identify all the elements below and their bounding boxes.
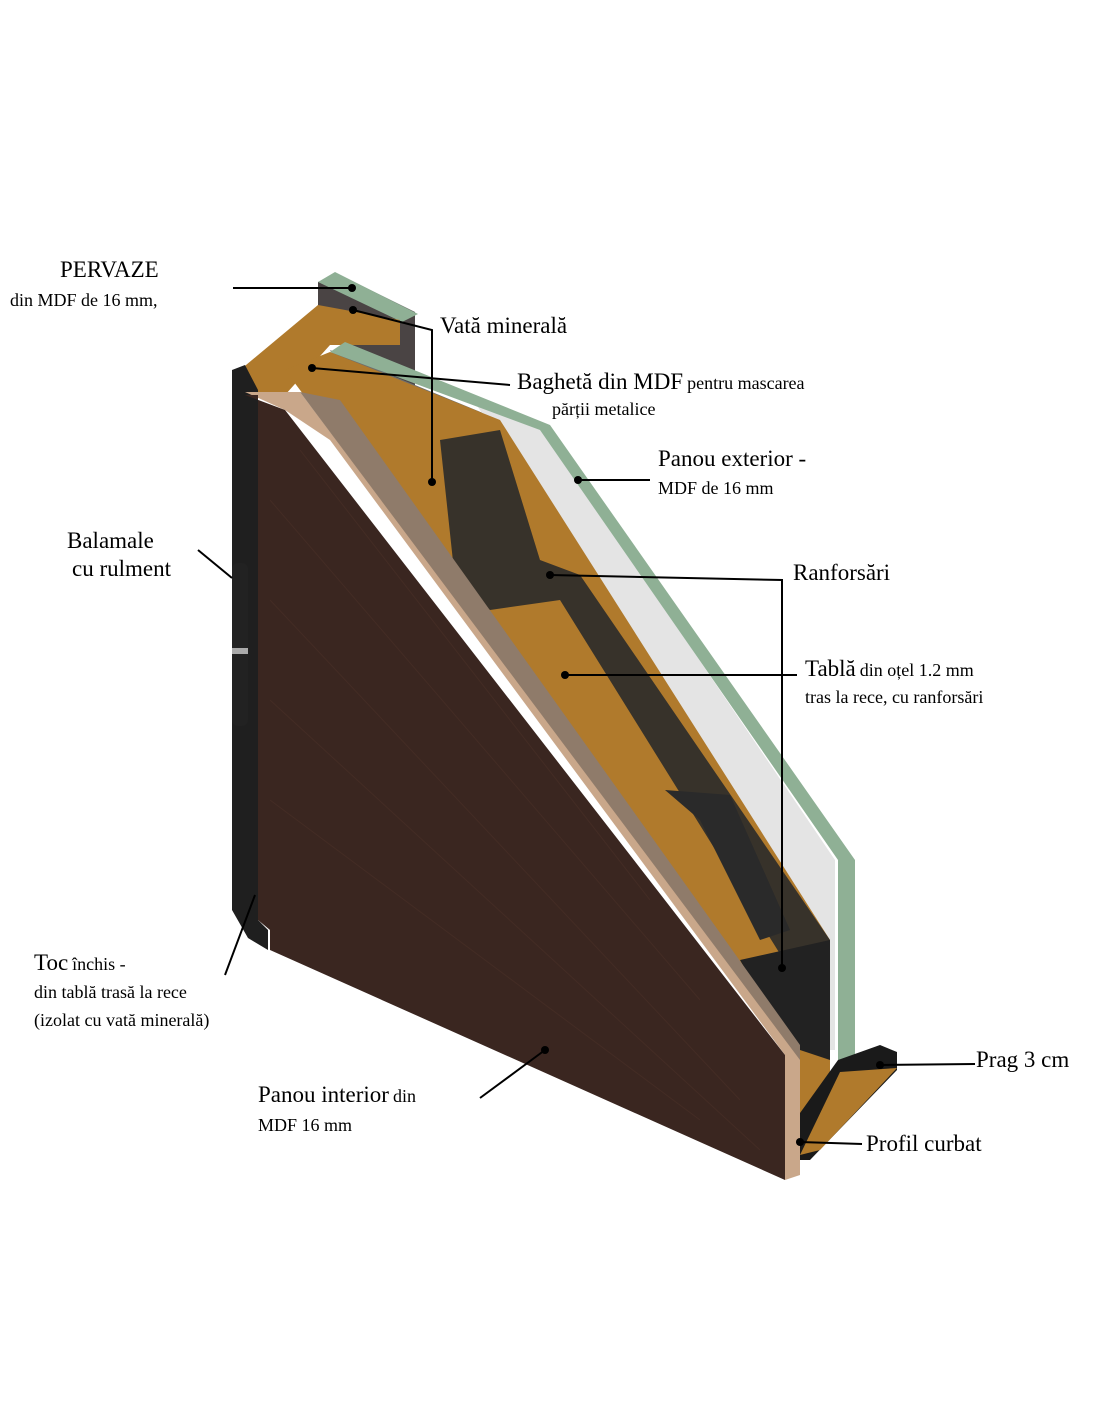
- label-tabla-small: din oțel 1.2 mm: [859, 660, 974, 680]
- toc-frame: [232, 365, 268, 950]
- interior-wood-panel: [245, 395, 785, 1180]
- threshold-wood: [800, 1068, 897, 1155]
- label-panou-interior-title: Panou interior: [258, 1082, 389, 1107]
- label-bagheta-small: pentru mascarea: [687, 373, 805, 393]
- label-bagheta: Baghetă din MDF pentru mascarea: [517, 369, 805, 394]
- label-vata: Vată minerală: [440, 313, 568, 338]
- label-tabla-title: Tablă: [805, 656, 856, 681]
- hinge: [232, 563, 248, 726]
- label-pervaze-title: PERVAZE: [60, 257, 159, 282]
- pervaz-insulation: [240, 305, 400, 400]
- mdf-textured-strip: [300, 392, 800, 1060]
- label-ranforsari: Ranforsări: [793, 560, 891, 585]
- label-panou-interior: Panou interior din: [258, 1082, 416, 1107]
- label-profil: Profil curbat: [866, 1131, 982, 1156]
- pervaz-green-edge: [318, 272, 418, 322]
- label-tabla: Tablă din oțel 1.2 mm: [805, 656, 974, 681]
- label-toc-sub2: (izolat cu vată minerală): [34, 1010, 210, 1030]
- label-toc-sub1: din tablă trasă la rece: [34, 982, 187, 1002]
- label-bagheta-sub: părții metalice: [552, 399, 656, 419]
- label-toc-small: închis -: [72, 954, 126, 974]
- wood-grain: [269, 449, 761, 1151]
- leader-lines: [197, 287, 976, 1145]
- label-panou-exterior: Panou exterior -: [658, 446, 807, 471]
- label-pervaze-sub: din MDF de 16 mm,: [10, 290, 158, 310]
- label-panou-interior-sub: MDF 16 mm: [258, 1115, 353, 1135]
- leader-dots: [308, 284, 884, 1146]
- label-balamale-2: cu rulment: [72, 556, 171, 581]
- label-panou-exterior-sub: MDF de 16 mm: [658, 478, 774, 498]
- label-toc: Toc închis -: [34, 950, 126, 975]
- label-toc-title: Toc: [34, 950, 69, 975]
- label-panou-interior-small: din: [392, 1086, 416, 1106]
- label-bagheta-title: Baghetă din MDF: [517, 369, 684, 394]
- steel-reinforcement-lower: [665, 790, 790, 940]
- label-tabla-sub: tras la rece, cu ranforsări: [805, 687, 984, 707]
- label-prag: Prag 3 cm: [976, 1047, 1070, 1072]
- label-balamale-1: Balamale: [67, 528, 154, 553]
- hinge-ring: [232, 648, 248, 654]
